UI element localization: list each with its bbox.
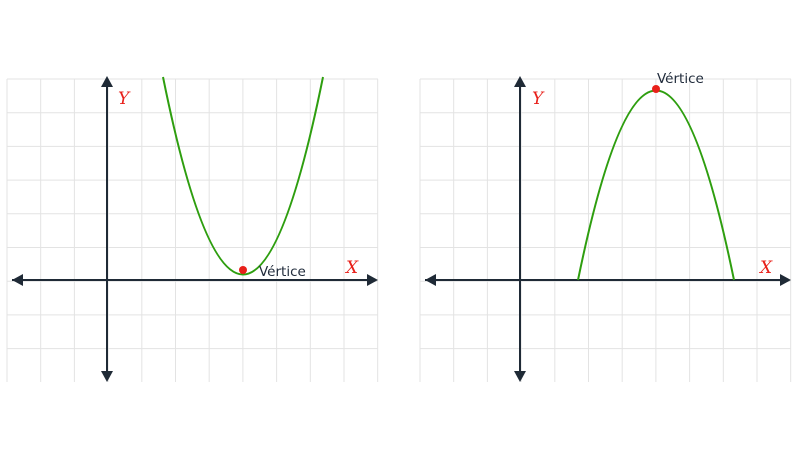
y-axis-bottom-arrow bbox=[101, 371, 113, 382]
x-axis-right-arrow bbox=[367, 274, 378, 286]
y-axis bbox=[101, 76, 113, 382]
grid bbox=[6, 78, 379, 382]
y-axis-top-arrow bbox=[514, 76, 526, 87]
x-axis bbox=[12, 274, 378, 286]
graph-upward-parabola: Vértice X Y bbox=[6, 76, 379, 382]
y-axis-top-arrow bbox=[101, 76, 113, 87]
x-axis-right-arrow bbox=[780, 274, 791, 286]
grid bbox=[419, 78, 792, 382]
y-axis bbox=[514, 76, 526, 382]
vertex-point bbox=[652, 85, 660, 93]
x-axis-label: X bbox=[758, 258, 773, 278]
vertex-label: Vértice bbox=[657, 71, 704, 87]
y-axis-label: Y bbox=[118, 89, 131, 109]
parabola-curve bbox=[162, 76, 324, 276]
vertex-point bbox=[239, 266, 247, 274]
x-axis bbox=[425, 274, 791, 286]
x-axis-label: X bbox=[344, 258, 359, 278]
vertex-label: Vértice bbox=[259, 264, 306, 280]
y-axis-label: Y bbox=[532, 89, 545, 109]
graph-downward-parabola: Vértice X Y bbox=[419, 71, 792, 382]
x-axis-left-arrow bbox=[12, 274, 23, 286]
x-axis-left-arrow bbox=[425, 274, 436, 286]
y-axis-bottom-arrow bbox=[514, 371, 526, 382]
